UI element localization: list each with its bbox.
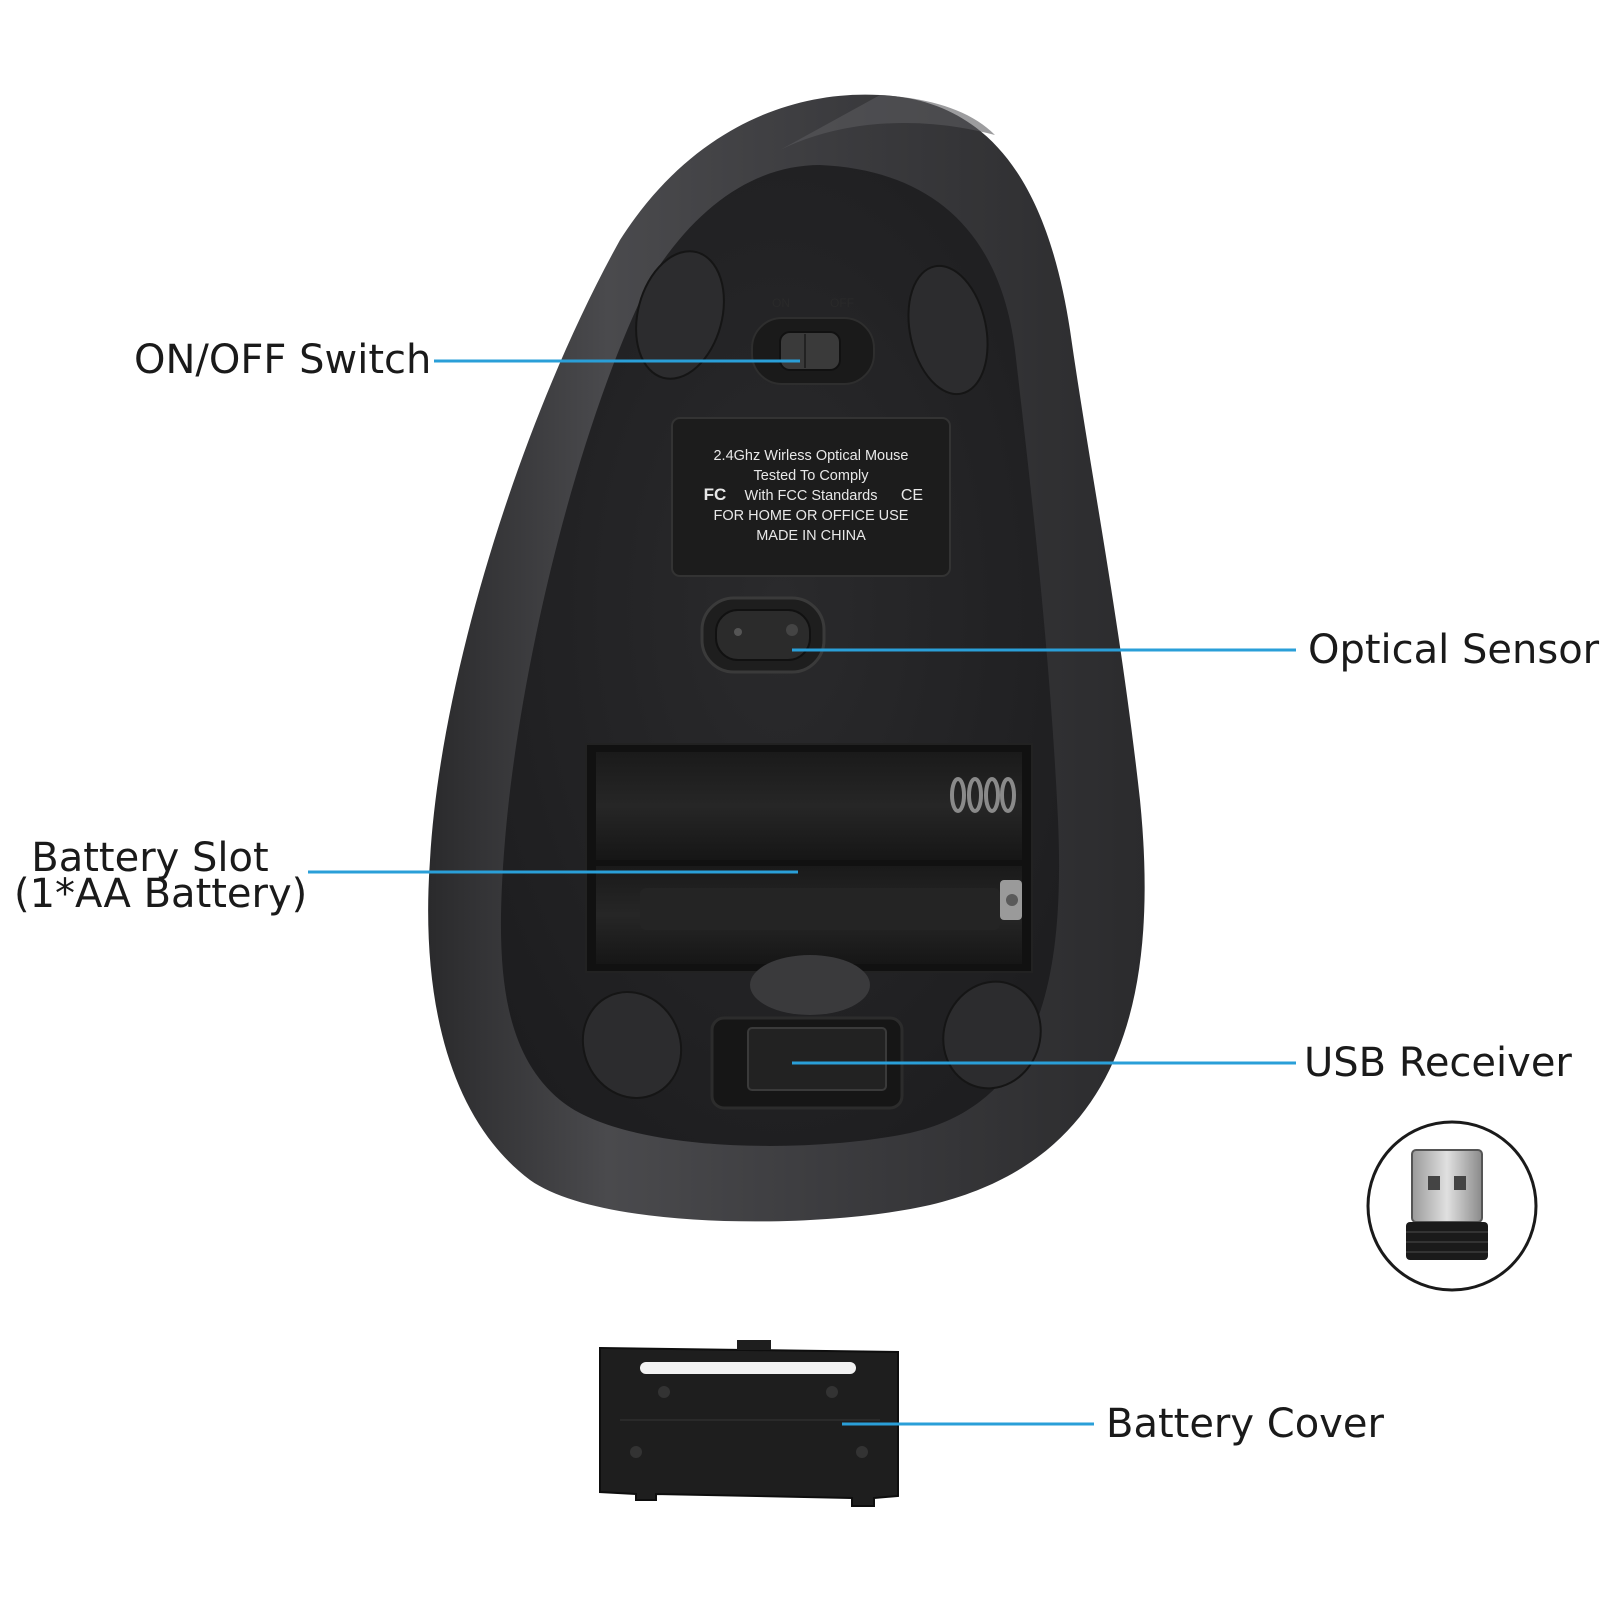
callout-on-off-switch: ON/OFF Switch: [134, 337, 432, 383]
battery-spring-icon: [950, 777, 1016, 813]
ce-mark-icon: CE: [901, 487, 923, 504]
battery-ridge: [640, 888, 1000, 930]
switch-off-mark: OFF: [830, 296, 854, 310]
callout-battery-slot-line1: Battery Slot: [31, 835, 269, 881]
callout-battery-slot: Battery Slot (1*AA Battery): [14, 835, 308, 917]
label-line-2: Tested To Comply: [754, 468, 870, 484]
sensor-dot: [734, 628, 742, 636]
foot-pad-top-left: [635, 250, 725, 380]
usb-receiver-icon: [1406, 1149, 1488, 1260]
switch-slider[interactable]: [779, 331, 841, 371]
callout-usb-receiver: USB Receiver: [1304, 1040, 1572, 1086]
callout-battery-cover: Battery Cover: [1106, 1401, 1384, 1447]
product-label: [671, 417, 951, 577]
label-line-5: MADE IN CHINA: [756, 528, 866, 544]
callout-optical-sensor: Optical Sensor: [1308, 627, 1600, 673]
battery-contact-rivet: [1006, 894, 1018, 906]
label-line-3: With FCC Standards: [745, 488, 878, 504]
battery-slot-upper: [596, 752, 1022, 860]
foot-pad-bottom-left: [581, 991, 683, 1099]
callout-battery-slot-line2: (1*AA Battery): [14, 871, 308, 917]
mouse-shell-highlight: [780, 95, 995, 150]
battery-cover-part: [599, 1340, 899, 1507]
label-line-4: FOR HOME OR OFFICE USE: [714, 508, 909, 524]
fcc-logo-icon: FC: [704, 485, 727, 504]
label-line-1: 2.4Ghz Wirless Optical Mouse: [713, 448, 908, 464]
usb-receiver-slot[interactable]: [747, 1027, 887, 1091]
center-grip: [750, 955, 870, 1015]
foot-pad-top-right: [907, 264, 989, 396]
optical-sensor-lens: [715, 609, 811, 661]
sensor-lens-dot: [786, 624, 798, 636]
switch-on-mark: ON: [772, 296, 790, 310]
